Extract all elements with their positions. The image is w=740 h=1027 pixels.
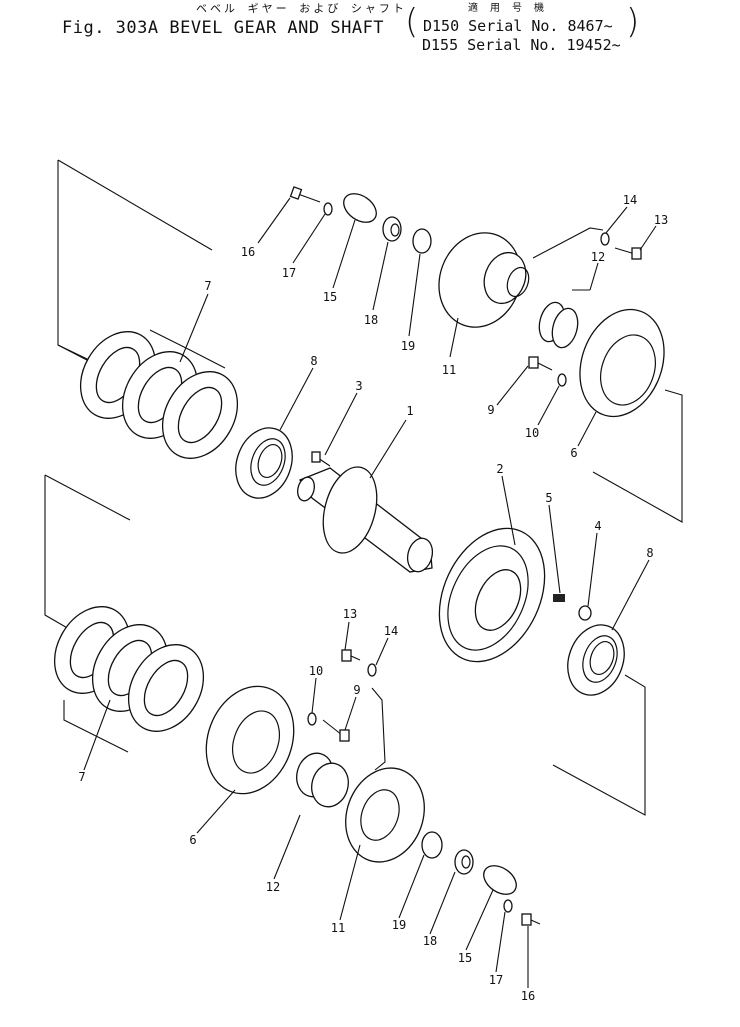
washer-10-lower [307,712,317,726]
bolt-9-lower [322,719,350,742]
callout-10-upper: 10 [524,426,540,440]
callout-16-lower: 16 [520,989,536,1003]
cover-upper [579,308,665,418]
callout-15-upper: 15 [322,290,338,304]
plate-15-lower [483,865,517,895]
callout-11-upper: 11 [441,363,457,377]
bolt-13-upper [614,247,642,260]
applicability-label: 適 用 号 機 [468,3,548,14]
callout-15-lower: 15 [457,951,473,965]
callout-10-lower: 10 [308,664,324,678]
thrust-washers-upper [79,329,239,459]
callout-7-upper: 7 [204,279,212,293]
thrust-washers-lower [53,606,205,753]
cover-lower [205,685,295,795]
serial-line-2: D155 Serial No. 19452~ [422,36,621,54]
figure-title: Fig. 303A BEVEL GEAR AND SHAFT [62,18,385,38]
callout-2: 2 [496,462,504,476]
washer-14-upper [600,232,610,246]
washer-17-lower [503,899,513,913]
callout-18-lower: 18 [422,934,438,948]
callout-17-upper: 17 [281,266,297,280]
bearing-lower [567,624,625,696]
japanese-title: ベベル ギヤー および シャフト [196,2,407,15]
callout-1: 1 [406,404,414,418]
nut-4 [578,605,592,621]
bolt-13-lower [341,649,361,662]
callout-4: 4 [594,519,602,533]
callout-9-upper: 9 [487,403,495,417]
collar-18-upper [382,216,402,242]
callout-7-lower: 7 [78,770,86,784]
collar-18-lower [454,849,474,875]
lock-5 [553,594,565,602]
callout-8-lower: 8 [646,546,654,560]
callout-14-upper: 14 [622,193,638,207]
callout-8-upper: 8 [310,354,318,368]
washer-10-upper [557,373,567,387]
cage-upper [438,232,530,328]
bolt-9-upper [528,356,553,371]
callout-13-lower: 13 [342,607,358,621]
leader-lines [83,197,657,988]
seal-rings-upper [538,301,579,349]
bearing-upper [235,427,293,499]
bolt-16-lower [521,913,541,926]
callout-11-lower: 11 [330,921,346,935]
callout-9-lower: 9 [353,683,361,697]
callout-17-lower: 17 [488,973,504,987]
callout-16-upper: 16 [240,245,256,259]
callout-13-upper: 13 [653,213,669,227]
seal-rings-lower [296,752,349,808]
callout-3: 3 [355,379,363,393]
washer-14-lower [367,663,377,677]
serial-line-1: D150 Serial No. 8467~ [423,17,613,35]
bevel-shaft [297,466,434,573]
callout-12-upper: 12 [590,250,606,264]
bolt-16-upper [289,186,321,203]
seal-19-upper [412,228,432,254]
plate-15-upper [343,193,377,223]
callout-5: 5 [545,491,553,505]
callout-18-upper: 18 [363,313,379,327]
bevel-gear [438,527,546,663]
callout-6-lower: 6 [189,833,197,847]
callout-6-upper: 6 [570,446,578,460]
callout-19-upper: 19 [400,339,416,353]
seal-19-lower [421,831,443,859]
cage-lower [345,767,425,863]
callout-19-lower: 19 [391,918,407,932]
bolt-3 [311,451,331,467]
close-paren: ) [626,2,640,42]
callout-14-lower: 14 [383,624,399,638]
callout-12-lower: 12 [265,880,281,894]
washer-17-upper [323,202,333,216]
open-paren: ( [405,2,419,42]
